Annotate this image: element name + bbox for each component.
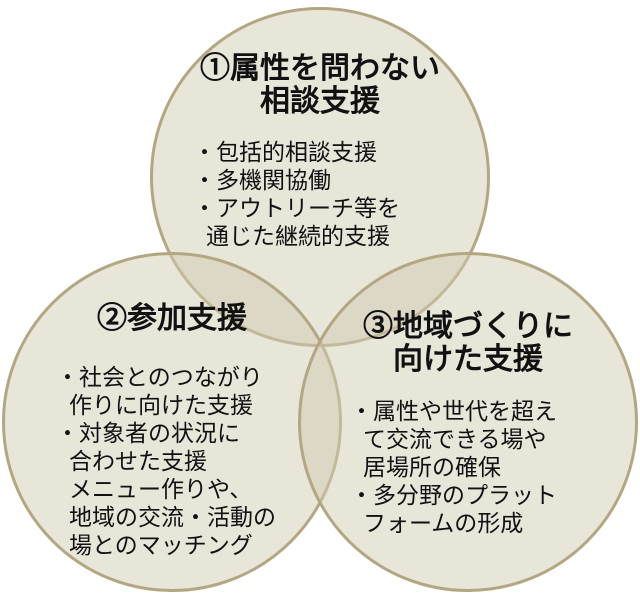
title-line: 相談支援 <box>260 85 380 118</box>
bullet-list-consultation-support: ・包括的相談支援 ・多機関協働 ・アウトリーチ等を 通じた継続的支援 <box>193 138 400 250</box>
bullet-line: ・多分野のプラット <box>350 482 557 508</box>
bullet-line-continuation: 通じた継続的支援 <box>206 223 390 249</box>
circle-title-consultation-support: ①属性を問わない 相談支援 <box>150 52 490 118</box>
bullet-line: ・属性や世代を超え <box>350 398 557 424</box>
circle-participation-support <box>2 252 342 592</box>
bullet-line: ・多機関協働 <box>193 167 331 193</box>
bullet-line-continuation: メニュー作りや、 <box>69 476 253 502</box>
bullet-line-continuation: フォームの形成 <box>363 510 524 536</box>
bullet-line-continuation: 居場所の確保 <box>363 454 501 480</box>
bullet-line-continuation: 地域の交流・活動の <box>69 504 276 530</box>
title-line: ②参加支援 <box>97 302 247 335</box>
bullet-line: ・社会とのつながり <box>56 364 263 390</box>
bullet-line-continuation: 合わせた支援 <box>69 448 207 474</box>
title-line: 向けた支援 <box>393 343 543 376</box>
circle-title-participation-support: ②参加支援 <box>2 302 342 335</box>
bullet-line: ・対象者の状況に <box>56 420 240 446</box>
bullet-line-continuation: 作りに向けた支援 <box>69 392 253 418</box>
title-line: ①属性を問わない <box>200 52 440 85</box>
circle-community-building-support <box>298 252 638 592</box>
title-line: ③地域づくりに <box>363 310 573 343</box>
bullet-line-continuation: 場とのマッチング <box>69 532 253 558</box>
bullet-line: ・アウトリーチ等を <box>193 195 400 221</box>
bullet-list-community-building-support: ・属性や世代を超え て交流できる場や 居場所の確保 ・多分野のプラット フォーム… <box>350 397 557 537</box>
circle-title-community-building-support: ③地域づくりに 向けた支援 <box>298 310 638 376</box>
bullet-line: ・包括的相談支援 <box>193 139 377 165</box>
bullet-list-participation-support: ・社会とのつながり 作りに向けた支援 ・対象者の状況に 合わせた支援 メニュー作… <box>56 363 276 559</box>
bullet-line-continuation: て交流できる場や <box>363 426 547 452</box>
